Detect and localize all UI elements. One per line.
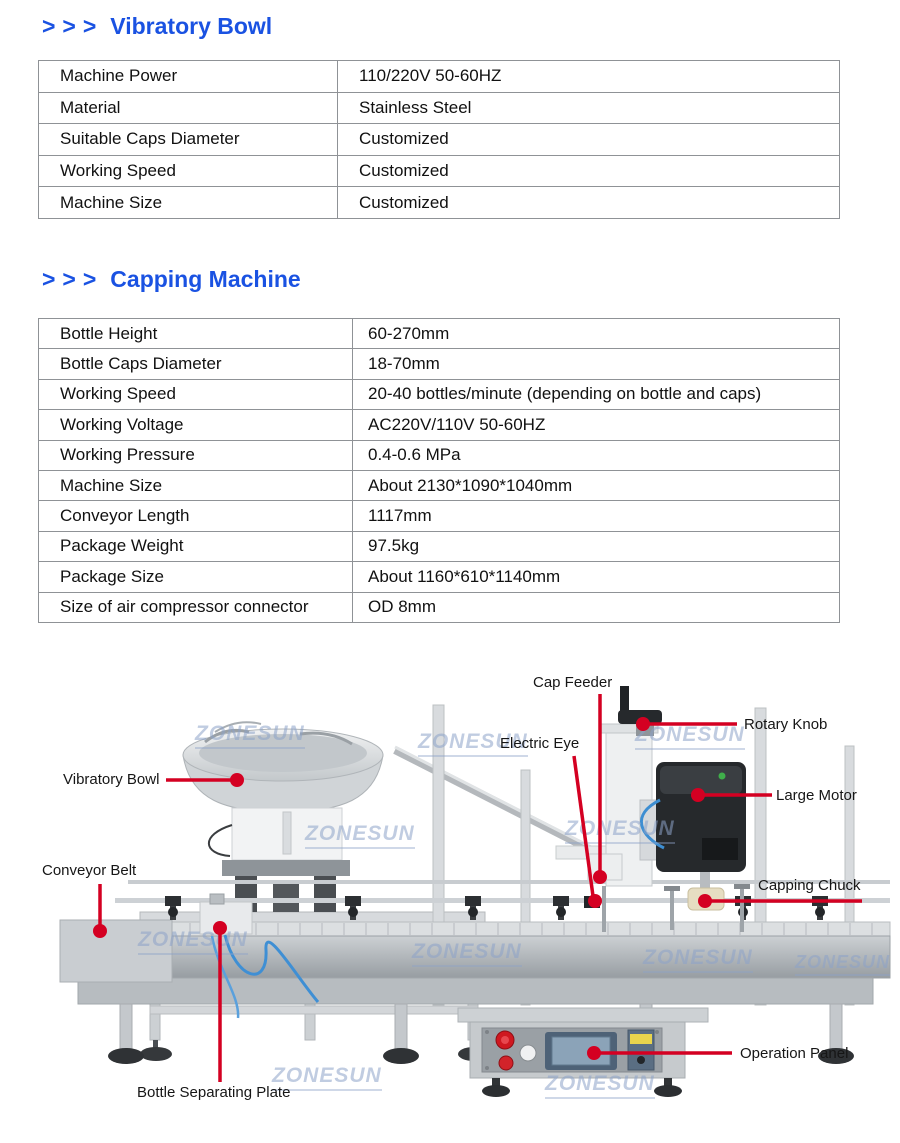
section-title: Vibratory Bowl <box>110 13 273 39</box>
spec-value-cell: OD 8mm <box>352 591 840 623</box>
operation-panel-graphic <box>457 1007 709 1097</box>
table-row: Bottle Height 60-270mm <box>38 317 840 350</box>
spec-label-cell: Material <box>38 91 338 125</box>
section-title: Capping Machine <box>110 266 301 292</box>
callout-label-large-motor: Large Motor <box>776 787 857 804</box>
spec-table-capping-machine: Bottle Height 60-270mm Bottle Caps Diame… <box>38 317 840 623</box>
callout-cap-feeder <box>593 694 607 884</box>
brand-watermark: ZONESUN <box>635 723 745 750</box>
callout-conveyor-belt <box>93 884 107 938</box>
table-row: Machine Power 110/220V 50-60HZ <box>38 60 840 93</box>
brand-watermark: ZONESUN <box>195 722 305 749</box>
spec-value-cell: 60-270mm <box>352 317 840 350</box>
brand-watermark: ZONESUN <box>418 730 528 757</box>
spec-value-cell: 110/220V 50-60HZ <box>337 60 840 93</box>
table-row: Working Speed 20-40 bottles/minute (depe… <box>38 378 840 411</box>
spec-label-cell: Size of air compressor connector <box>38 591 353 623</box>
table-row: Package Weight 97.5kg <box>38 530 840 563</box>
table-row: Machine Size About 2130*1090*1040mm <box>38 469 840 502</box>
chevron-decoration: >>> <box>42 13 104 39</box>
machine-diagram: ZONESUN ZONESUN ZONESUN ZONESUN ZONESUN … <box>0 650 900 1143</box>
table-row: Bottle Caps Diameter 18-70mm <box>38 348 840 380</box>
callout-lines <box>93 694 862 1082</box>
brand-watermark: ZONESUN <box>305 822 415 849</box>
bottle-separating-unit <box>199 893 320 1019</box>
callout-label-capping-chuck: Capping Chuck <box>758 877 861 894</box>
table-row: Suitable Caps Diameter Customized <box>38 123 840 156</box>
frame-posts <box>432 704 855 1006</box>
spec-label-cell: Machine Size <box>38 469 353 502</box>
callout-rotary-knob <box>636 717 737 731</box>
section-heading-vibratory-bowl: >>>Vibratory Bowl <box>42 13 272 40</box>
spec-label-cell: Working Voltage <box>38 409 353 441</box>
callout-capping-chuck <box>698 894 862 908</box>
spec-label-cell: Bottle Height <box>38 317 353 350</box>
spec-table-vibratory-bowl: Machine Power 110/220V 50-60HZ Material … <box>38 60 840 219</box>
spec-value-cell: AC220V/110V 50-60HZ <box>352 409 840 441</box>
spec-value-cell: 20-40 bottles/minute (depending on bottl… <box>352 378 840 411</box>
callout-label-vibratory-bowl: Vibratory Bowl <box>63 771 160 788</box>
spec-label-cell: Package Size <box>38 561 353 593</box>
spec-value-cell: About 2130*1090*1040mm <box>352 469 840 502</box>
brand-watermark: ZONESUN <box>545 1072 655 1099</box>
spec-value-cell: 1117mm <box>352 500 840 532</box>
callout-vibratory-bowl <box>166 773 244 787</box>
spec-label-cell: Bottle Caps Diameter <box>38 348 353 380</box>
spec-value-cell: 18-70mm <box>352 348 840 380</box>
spec-label-cell: Machine Power <box>38 60 338 93</box>
spec-label-cell: Conveyor Length <box>38 500 353 532</box>
chevron-decoration: >>> <box>42 266 104 292</box>
spec-value-cell: Customized <box>337 154 840 188</box>
spec-value-cell: 0.4-0.6 MPa <box>352 439 840 471</box>
spec-value-cell: Customized <box>337 186 840 219</box>
callout-bottle-separating-plate <box>213 921 227 1082</box>
callout-electric-eye <box>572 755 602 908</box>
table-row: Working Pressure 0.4-0.6 MPa <box>38 439 840 471</box>
table-row: Working Voltage AC220V/110V 50-60HZ <box>38 409 840 441</box>
callout-label-electric-eye: Electric Eye <box>500 735 580 752</box>
spec-label-cell: Working Speed <box>38 154 338 188</box>
spec-label-cell: Working Speed <box>38 378 353 411</box>
brand-watermark: ZONESUN <box>412 940 522 967</box>
callout-label-rotary-knob: Rotary Knob <box>744 716 828 733</box>
brand-watermark: ZONESUN <box>643 946 753 973</box>
callout-label-operation-panel: Operation Panel <box>740 1045 849 1062</box>
machine-illustration <box>59 686 891 1097</box>
table-row: Conveyor Length 1117mm <box>38 500 840 532</box>
table-row: Machine Size Customized <box>38 186 840 219</box>
callout-operation-panel <box>587 1046 732 1060</box>
spec-label-cell: Suitable Caps Diameter <box>38 123 338 156</box>
brand-watermark: ZONESUN <box>272 1064 382 1091</box>
section-heading-capping-machine: >>>Capping Machine <box>42 266 301 293</box>
table-row: Working Speed Customized <box>38 154 840 188</box>
callout-label-conveyor-belt: Conveyor Belt <box>42 862 137 879</box>
spec-label-cell: Machine Size <box>38 186 338 219</box>
table-row: Material Stainless Steel <box>38 91 840 125</box>
table-row: Package Size About 1160*610*1140mm <box>38 561 840 593</box>
spec-value-cell: Customized <box>337 123 840 156</box>
callout-label-bottle-separating-plate: Bottle Separating Plate <box>137 1084 291 1101</box>
spec-value-cell: 97.5kg <box>352 530 840 563</box>
spec-label-cell: Working Pressure <box>38 439 353 471</box>
callout-label-cap-feeder: Cap Feeder <box>533 674 613 691</box>
brand-watermark: ZONESUN <box>565 817 675 844</box>
spec-value-cell: Stainless Steel <box>337 91 840 125</box>
table-row: Size of air compressor connector OD 8mm <box>38 591 840 623</box>
callout-large-motor <box>691 788 772 802</box>
brand-watermark: ZONESUN <box>795 952 891 976</box>
spec-label-cell: Package Weight <box>38 530 353 563</box>
spec-value-cell: About 1160*610*1140mm <box>352 561 840 593</box>
